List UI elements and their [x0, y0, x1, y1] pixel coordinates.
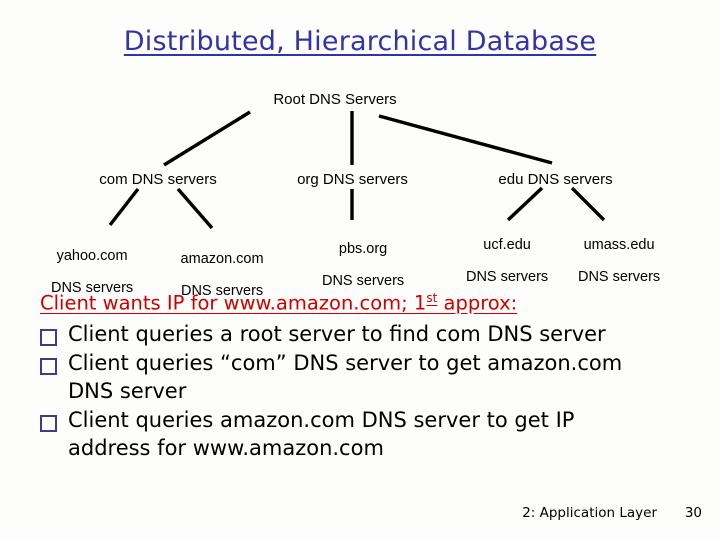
tree-node-yahoo-line1: yahoo.com	[56, 248, 128, 264]
tree-node-yahoo: yahoo.com DNS servers	[28, 232, 140, 312]
square-bullet-icon	[40, 415, 57, 432]
tree-node-org: org DNS servers	[297, 171, 408, 188]
tree-node-umass: umass.edu DNS servers	[552, 221, 670, 301]
square-bullet-icon	[40, 329, 57, 346]
tree-node-umass-line1: umass.edu	[583, 237, 655, 253]
tree-node-ucf-line2: DNS servers	[465, 269, 549, 285]
page-title: Distributed, Hierarchical Database	[123, 26, 597, 57]
tree-node-amazon-line2: DNS servers	[180, 283, 264, 299]
section-heading: Client wants IP for www.amazon.com; 1st …	[40, 291, 517, 315]
tree-node-edu: edu DNS servers	[498, 171, 613, 188]
footer-chapter-label: 2: Application Layer	[522, 505, 657, 521]
tree-node-root: Root DNS Servers	[273, 91, 397, 108]
tree-node-amazon-line1: amazon.com	[180, 251, 264, 267]
footer-page-number: 30	[684, 505, 702, 521]
list-item-text: Client queries amazon.com DNS server to …	[68, 408, 575, 460]
list-item: Client queries “com” DNS server to get a…	[40, 349, 690, 405]
list-item-text: Client queries a root server to find com…	[68, 322, 606, 346]
steps-list: Client queries a root server to find com…	[40, 320, 690, 463]
slide-footer: 2: Application Layer 30	[0, 505, 720, 527]
tree-node-ucf: ucf.edu DNS servers	[444, 221, 554, 301]
list-item: Client queries a root server to find com…	[40, 320, 690, 348]
tree-node-yahoo-line2: DNS servers	[50, 280, 134, 296]
list-item: Client queries amazon.com DNS server to …	[40, 406, 690, 462]
section-heading-superscript: st	[426, 291, 438, 305]
tree-node-amazon: amazon.com DNS servers	[154, 235, 274, 315]
section-heading-suffix: approx:	[437, 291, 518, 315]
list-item-text: Client queries “com” DNS server to get a…	[68, 351, 623, 403]
square-bullet-icon	[40, 358, 57, 375]
tree-node-com: com DNS servers	[99, 171, 217, 188]
tree-connector-lines	[108, 110, 606, 230]
tree-node-umass-line2: DNS servers	[577, 269, 661, 285]
dns-hierarchy-diagram: Root DNS Servers com DNS servers org DNS…	[0, 80, 720, 300]
tree-node-ucf-line1: ucf.edu	[483, 237, 531, 253]
tree-node-pbs-line1: pbs.org	[338, 241, 388, 257]
section-heading-main: Client wants IP for www.amazon.com; 1	[40, 291, 427, 315]
tree-node-pbs: pbs.org DNS servers	[300, 225, 410, 305]
tree-node-pbs-line2: DNS servers	[321, 273, 405, 289]
